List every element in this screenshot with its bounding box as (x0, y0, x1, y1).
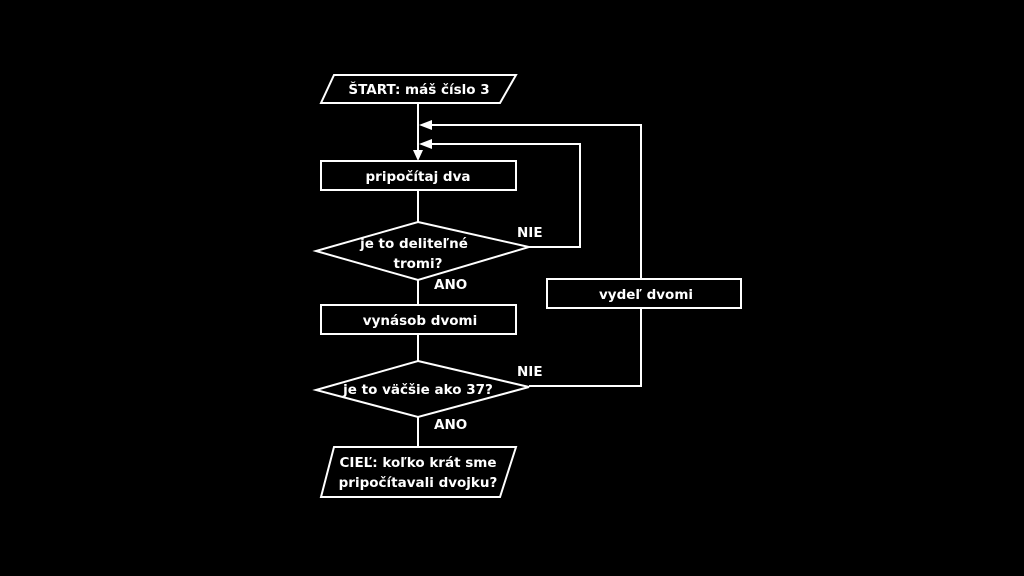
decision1-line1: je to deliteľné (359, 236, 468, 252)
decision2-yes-label: ANO (434, 417, 467, 433)
decision-greater-than-37: je to väčšie ako 37? NIE ANO (312, 359, 543, 433)
multiply-label: vynásob dvomi (363, 313, 477, 329)
start-label: ŠTART: máš číslo 3 (348, 80, 489, 98)
add-two-label: pripočítaj dva (366, 169, 471, 185)
connector-decision1-no-loop (428, 143, 581, 248)
decision1-no-label: NIE (517, 225, 543, 241)
arrow-down-icon (413, 150, 423, 161)
divide-label: vydeľ dvomi (599, 287, 693, 303)
start-node: ŠTART: máš číslo 3 (319, 74, 518, 104)
decision2-label: je to väčšie ako 37? (342, 382, 493, 398)
connector-decision2-no-loop (428, 124, 642, 387)
decision-divisible-by-three: je to deliteľné tromi? NIE ANO (312, 220, 543, 293)
arrow-left-icon (419, 139, 432, 149)
multiply-node: vynásob dvomi (320, 304, 517, 335)
add-two-node: pripočítaj dva (320, 160, 517, 191)
goal-node: CIEĽ: koľko krát sme pripočítavali dvojk… (319, 446, 518, 498)
arrow-left-icon (419, 120, 432, 130)
goal-line2: pripočítavali dvojku? (339, 475, 498, 491)
decision1-line2: tromi? (394, 256, 443, 272)
goal-line1: CIEĽ: koľko krát sme (340, 455, 497, 471)
decision1-yes-label: ANO (434, 277, 467, 293)
divide-node: vydeľ dvomi (546, 278, 742, 309)
decision2-no-label: NIE (517, 364, 543, 380)
